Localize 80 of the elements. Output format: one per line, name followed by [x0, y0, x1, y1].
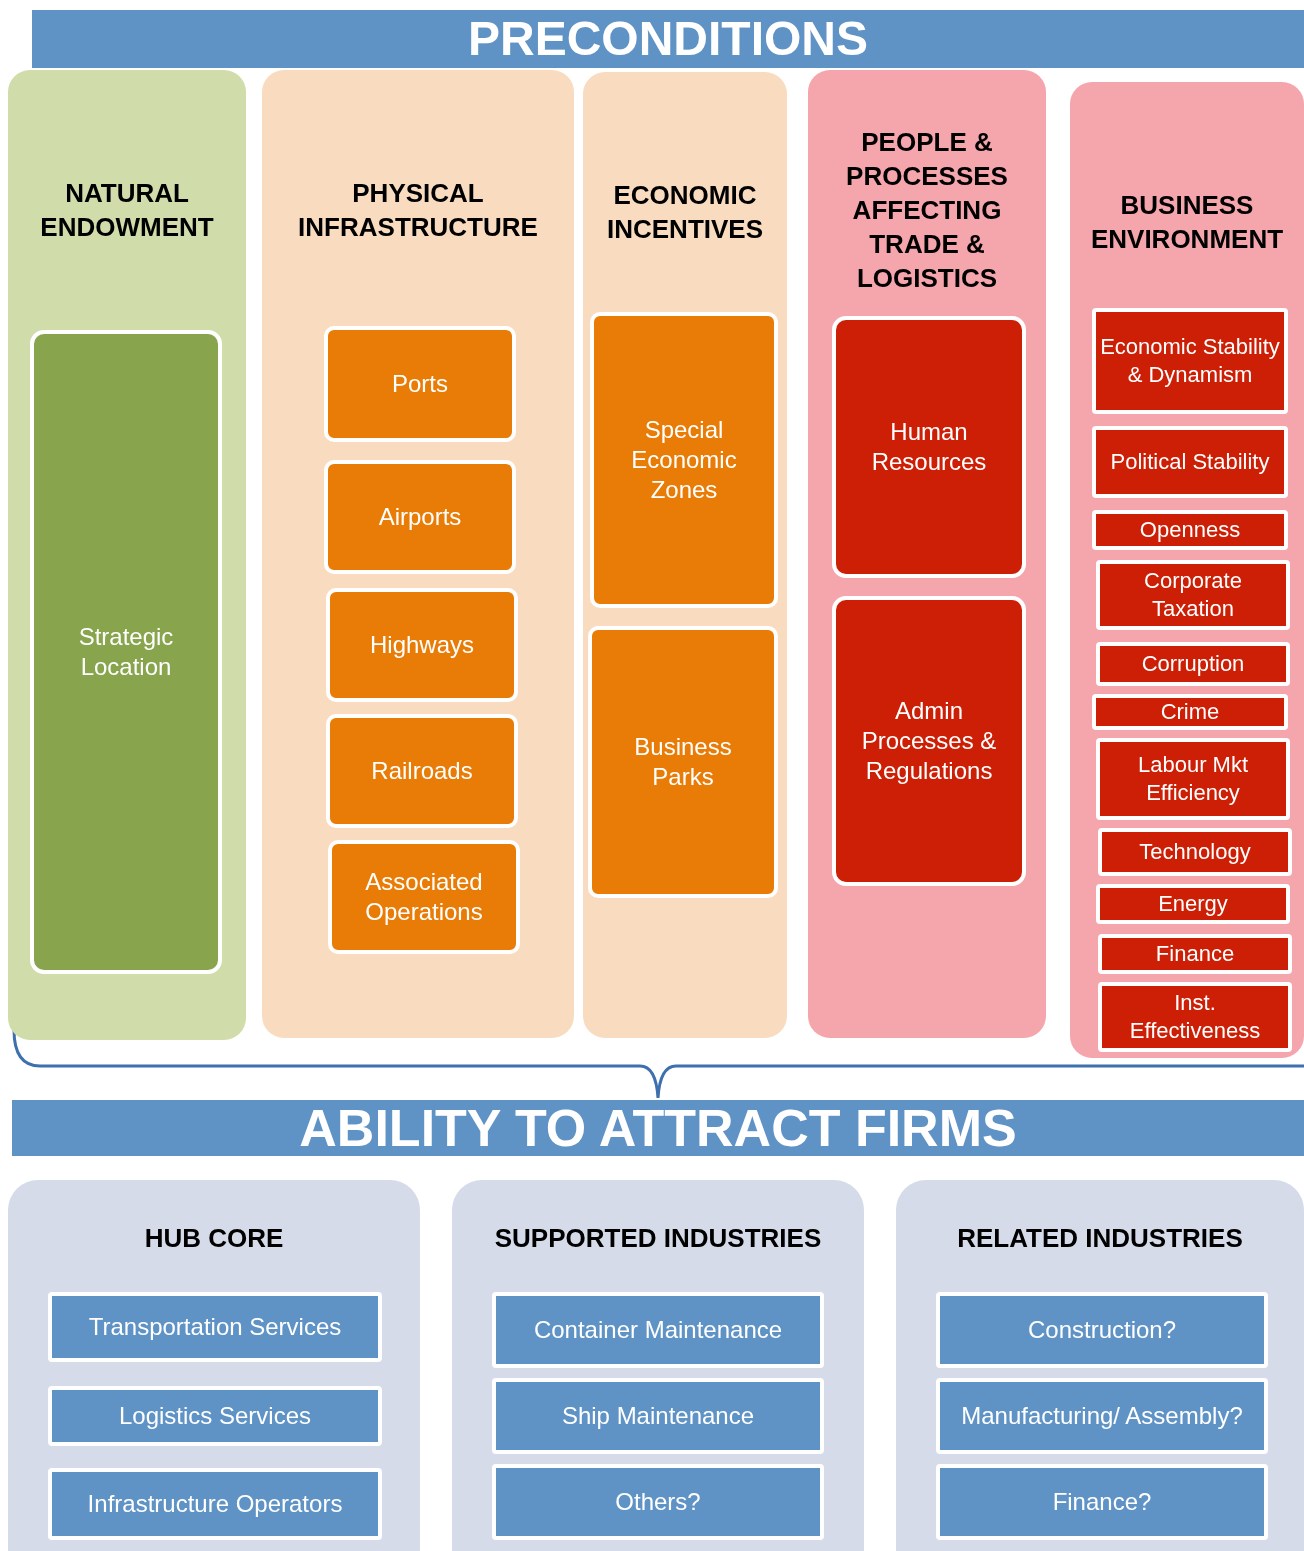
- banner-title: PRECONDITIONS: [468, 15, 868, 63]
- box-label: Finance?: [1052, 1488, 1152, 1516]
- box-label: Others?: [615, 1488, 701, 1516]
- item-box: [492, 1378, 824, 1454]
- factor-box: [324, 326, 516, 442]
- title-banner: [12, 1100, 1304, 1156]
- box-label: Infrastructure Operators: [87, 1490, 343, 1518]
- box-label: Energy: [1158, 890, 1228, 918]
- factor-box: [1092, 694, 1288, 730]
- banner-title: ABILITY TO ATTRACT FIRMS: [299, 1102, 1017, 1154]
- title-banner: [32, 10, 1304, 68]
- box-label: Manufacturing/ Assembly?: [961, 1402, 1243, 1430]
- factor-box: [1092, 426, 1288, 498]
- factor-box: [1096, 738, 1290, 820]
- item-box: [936, 1378, 1268, 1454]
- factor-box: [1096, 642, 1290, 686]
- item-box: [48, 1468, 382, 1540]
- category-column: [1070, 82, 1304, 1058]
- item-box: [492, 1464, 824, 1540]
- factor-box: [326, 588, 518, 702]
- factor-box: [1096, 884, 1290, 924]
- category-column: [583, 72, 787, 1038]
- item-box: [48, 1292, 382, 1362]
- box-label: Inst. Effectiveness: [1128, 989, 1262, 1045]
- column-heading: PHYSICAL INFRASTRUCTURE: [297, 177, 539, 244]
- panel-heading: HUB CORE: [144, 1222, 284, 1255]
- category-panel: [896, 1180, 1304, 1551]
- box-label: Technology: [1139, 838, 1251, 866]
- box-label: Ports: [392, 369, 448, 399]
- factor-box: [1092, 510, 1288, 550]
- box-label: Human Resources: [870, 417, 988, 477]
- item-box: [492, 1292, 824, 1368]
- panel-heading: SUPPORTED INDUSTRIES: [494, 1222, 822, 1255]
- box-label: Ship Maintenance: [561, 1402, 755, 1430]
- box-label: Strategic Location: [77, 622, 175, 682]
- factor-box: [328, 840, 520, 954]
- box-label: Logistics Services: [118, 1402, 312, 1430]
- factor-box: [30, 330, 222, 974]
- item-box: [48, 1386, 382, 1446]
- factor-box: [588, 626, 778, 898]
- box-label: Container Maintenance: [533, 1316, 783, 1344]
- box-label: Corporate Taxation: [1143, 567, 1243, 623]
- category-panel: [452, 1180, 864, 1551]
- box-label: Airports: [378, 502, 462, 532]
- box-label: Openness: [1139, 516, 1241, 544]
- column-heading: NATURAL ENDOWMENT: [39, 177, 215, 244]
- factor-box: [324, 460, 516, 574]
- factor-box: [832, 596, 1026, 886]
- factor-box: [326, 714, 518, 828]
- item-box: [936, 1464, 1268, 1540]
- box-label: Special Economic Zones: [630, 415, 738, 505]
- factor-box: [1096, 560, 1290, 630]
- category-panel: [8, 1180, 420, 1551]
- box-label: Highways: [369, 630, 474, 660]
- column-heading: PEOPLE & PROCESSES AFFECTING TRADE & LOGISTICS: [845, 126, 1009, 295]
- box-label: Business Parks: [633, 732, 733, 792]
- factor-box: [590, 312, 778, 608]
- factor-box: [1098, 982, 1292, 1052]
- category-column: [8, 70, 246, 1040]
- box-label: Admin Processes & Regulations: [860, 696, 998, 786]
- category-column: [262, 70, 574, 1038]
- box-label: Corruption: [1141, 650, 1245, 678]
- item-box: [936, 1292, 1268, 1368]
- factor-box: [1098, 828, 1292, 876]
- box-label: Labour Mkt Efficiency: [1136, 751, 1250, 807]
- box-label: Railroads: [371, 756, 473, 786]
- box-label: Construction?: [1027, 1316, 1177, 1344]
- box-label: Transportation Services: [88, 1313, 342, 1341]
- factor-box: [1092, 308, 1288, 414]
- column-heading: ECONOMIC INCENTIVES: [606, 179, 764, 246]
- box-label: Economic Stability & Dynamism: [1100, 333, 1280, 389]
- factor-box: [832, 316, 1026, 578]
- box-label: Crime: [1160, 698, 1220, 726]
- box-label: Political Stability: [1110, 448, 1270, 476]
- category-column: [808, 70, 1046, 1038]
- column-heading: BUSINESS ENVIRONMENT: [1089, 189, 1285, 256]
- box-label: Associated Operations: [364, 867, 484, 927]
- factor-box: [1098, 934, 1292, 974]
- panel-heading: RELATED INDUSTRIES: [957, 1222, 1243, 1255]
- box-label: Finance: [1155, 940, 1235, 968]
